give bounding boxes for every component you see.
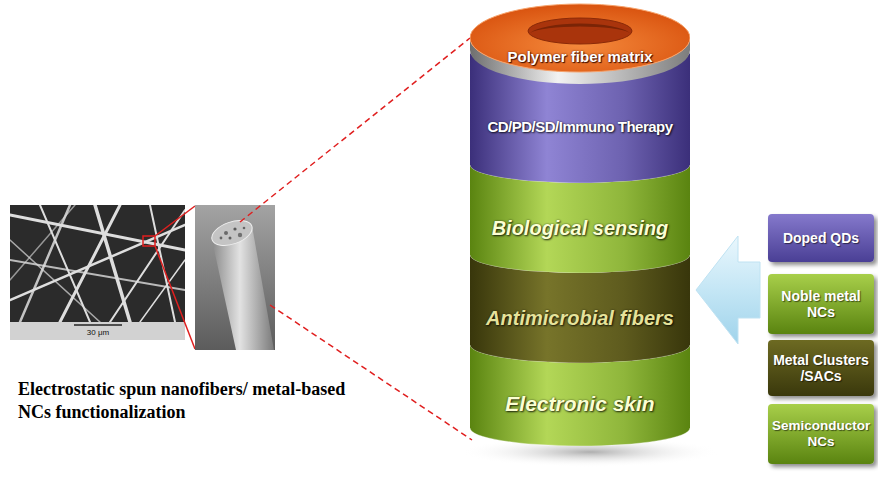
sem-fibers [10,205,185,322]
pore [229,237,232,240]
pore [220,237,223,240]
layer-label: Electronic skin [505,392,654,416]
band-text-holder: CD/PD/SD/Immuno Therapy [470,70,690,183]
band-face [470,165,690,273]
pore [224,231,228,235]
sem-image [10,205,185,340]
cylinder-layer: Electronic skin [470,345,690,446]
fiber [10,225,185,300]
band-edge [470,428,690,446]
layer-label: Antimicrobial fibers [486,307,674,330]
zoom-marker [143,236,155,246]
fiber [40,205,90,322]
band-face [470,52,690,183]
material-box: Doped QDs [768,214,874,262]
band-text-holder: Electronic skin [470,363,690,446]
big-arrow [696,236,760,344]
box-label: Doped QDs [772,230,870,246]
box-label: Noble metal NCs [772,288,870,320]
ring-shape [470,0,690,92]
ring-hole [528,18,632,44]
fiber [20,205,70,322]
material-box: Metal Clusters /SACs [768,340,874,396]
material-box: Semiconductor NCs [768,404,874,464]
pore [233,227,236,230]
zoomed-fiber [209,216,274,350]
caption-text: Electrostatic spun nanofibers/ metal-bas… [18,378,363,425]
ring-face [470,4,690,72]
sem-info-strip [10,322,185,340]
band-text-holder: Biological sensing [470,183,690,273]
fiber [110,210,185,322]
cylinder-layer: Biological sensing [470,165,690,273]
box-label: Semiconductor NCs [772,418,870,449]
zoom-image [195,205,275,350]
fiber [95,205,130,322]
band-face [470,345,690,446]
zoom-line [155,246,195,349]
band-face [470,255,690,363]
ring-text-holder: Polymer fiber matrix [470,49,690,66]
pore [238,233,242,237]
band-text-holder: Antimicrobial fibers [470,273,690,363]
scale-bar [74,324,122,326]
box-label: Metal Clusters /SACs [772,352,870,384]
material-box: Noble metal NCs [768,274,874,334]
ring-inner-wall [530,24,630,33]
fiber-end [209,216,256,250]
layer-label: Biological sensing [492,217,669,240]
cylinder-layer: Antimicrobial fibers [470,255,690,363]
zoom-dashed-line [240,38,470,222]
fiber [10,240,100,322]
zoom-dashed-line [270,305,472,440]
zoom-line [155,206,195,236]
fiber [10,205,75,280]
scale-label: 30 μm [62,328,134,338]
layer-label: CD/PD/SD/Immuno Therapy [487,118,672,135]
fiber [140,260,185,322]
layer-label: Polymer fiber matrix [470,49,690,66]
pore [243,227,246,230]
ring-layer: Polymer fiber matrix [470,0,690,92]
